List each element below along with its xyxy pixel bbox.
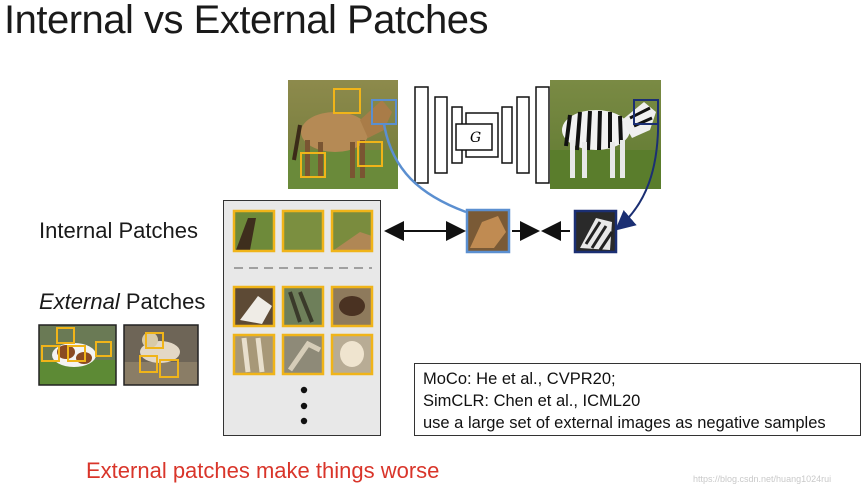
ext1-patch-3 [67,345,86,362]
citation-moco: MoCo: He et al., CVPR20; [423,370,616,388]
ext1-patch-4 [95,341,112,357]
horse-patch-2 [357,141,383,167]
ext1-patch-2 [41,345,60,362]
citation-note: use a large set of external images as ne… [423,414,826,432]
external-patches-label: External Patches [39,289,205,315]
watermark: https://blog.csdn.net/huang1024rui [693,474,832,484]
ext2-patch-2 [139,355,158,373]
generator-network [414,86,550,184]
citation-box: MoCo: He et al., CVPR20; SimCLR: Chen et… [414,363,861,436]
horse-patch-1 [333,88,361,114]
external-image-2 [123,324,199,386]
zebra-patch-enlarged [573,209,618,254]
tagline: External patches make things worse [86,458,440,483]
ext2-patch-3 [159,359,179,378]
citation-simclr: SimCLR: Chen et al., ICML20 [423,392,641,410]
horse-query-curve [382,123,467,214]
horse-image [288,80,398,189]
external-patches-label-rest: Patches [119,289,206,314]
zebra-image [550,80,661,189]
ext1-patch-1 [56,327,75,344]
horse-query-enlarged [465,208,511,254]
zebra-query-curve [614,111,660,231]
external-patches-label-italic: External [39,289,120,314]
internal-patches-label: Internal Patches [39,218,198,243]
patch-panel [223,200,381,436]
generator-symbol: G [470,130,481,146]
ext2-patch-1 [145,332,164,349]
horse-patch-3 [300,152,326,178]
page-title: Internal vs External Patches [4,0,489,42]
